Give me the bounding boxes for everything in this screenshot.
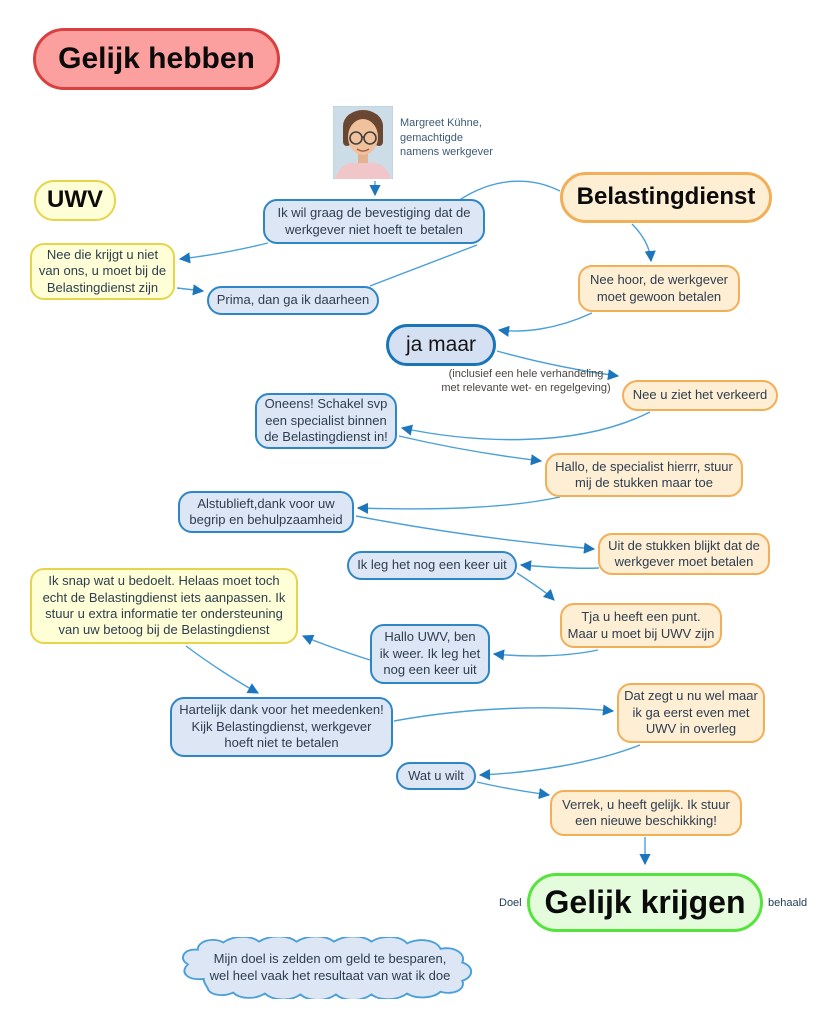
connector-hartelijk-to-datzegt xyxy=(393,704,615,722)
node-hartelijk-dank-meedenken[interactable]: Hartelijk dank voor het meedenken! Kijk … xyxy=(170,697,393,757)
node-uwv[interactable]: UWV xyxy=(34,180,116,221)
node-prima-dan-ga-ik-daarheen[interactable]: Prima, dan ga ik daarheen xyxy=(207,286,379,315)
node-nee-u-ziet-het-verkeerd[interactable]: Nee u ziet het verkeerd xyxy=(622,380,778,411)
connector-neeuziet-to-oneens xyxy=(400,411,651,441)
label-behaald: behaald xyxy=(768,897,808,909)
connector-tja-to-hallouwv xyxy=(492,649,599,661)
connector-iklegheteuit-to-tja xyxy=(516,572,555,601)
connector-hallouwv-to-iksnap xyxy=(301,634,371,661)
connector-question-to-belastingdienst xyxy=(457,180,561,202)
node-uit-de-stukken-blijkt[interactable]: Uit de stukken blijkt dat de werkgever m… xyxy=(598,533,770,575)
connector-uitdestukken-to-iklegheteuit xyxy=(519,560,600,572)
node-ik-snap-wat-u-bedoelt[interactable]: Ik snap wat u bedoelt. Helaas moet toch … xyxy=(30,568,298,644)
node-alstublieft-dank[interactable]: Alstublieft,dank voor uw begrip en behul… xyxy=(178,491,354,533)
node-nee-die-krijgt-u-niet[interactable]: Nee die krijgt u niet van ons, u moet bi… xyxy=(30,243,175,300)
connector-watuwilt-to-verrek xyxy=(476,781,551,800)
node-ik-wil-graag-bevestiging[interactable]: Ik wil graag de bevestiging dat de werkg… xyxy=(263,199,485,244)
cloud-text: Mijn doel is zelden om geld te besparen,… xyxy=(209,951,451,983)
connector-alstublieft-to-uitdestukken xyxy=(355,515,596,554)
node-gelijk-krijgen[interactable]: Gelijk krijgen xyxy=(527,873,763,932)
node-belastingdienst[interactable]: Belastingdienst xyxy=(560,172,772,223)
node-ja-maar[interactable]: ja maar xyxy=(386,324,496,366)
node-verrek-u-heeft-gelijk[interactable]: Verrek, u heeft gelijk. Ik stuur een nie… xyxy=(550,790,742,836)
connector-belastingdienst-to-neehoor xyxy=(631,223,656,263)
node-hallo-uwv-ben-ik-weer[interactable]: Hallo UWV, ben ik weer. Ik leg het nog e… xyxy=(370,624,490,684)
connector-iksnap-to-hartelijk xyxy=(185,645,259,694)
connector-oneens-to-hallospecialist xyxy=(398,435,543,466)
node-wat-u-wilt[interactable]: Wat u wilt xyxy=(396,762,476,790)
node-oneens-schakel-specialist[interactable]: Oneens! Schakel svp een specialist binne… xyxy=(255,393,397,449)
node-nee-hoor-werkgever-moet-betalen[interactable]: Nee hoor, de werkgever moet gewoon betal… xyxy=(578,265,740,312)
node-cloud-mijn-doel[interactable]: Mijn doel is zelden om geld te besparen,… xyxy=(176,937,484,999)
photo-caption: Margreet Kühne, gemachtigde namens werkg… xyxy=(400,117,493,159)
cloud-shape xyxy=(182,937,473,999)
node-ik-leg-het-nog-een-keer-uit[interactable]: Ik leg het nog een keer uit xyxy=(347,551,517,580)
connector-neediekrijgt-to-prima xyxy=(176,284,205,296)
label-doel: Doel xyxy=(499,897,522,909)
connector-question-to-neediekrijgt xyxy=(178,242,269,264)
node-hallo-de-specialist[interactable]: Hallo, de specialist hierrr, stuur mij d… xyxy=(545,453,743,497)
connector-hallospecialist-to-alstublieft xyxy=(356,496,561,514)
connector-neehoor-to-jamaar xyxy=(497,312,593,337)
node-gelijk-hebben[interactable]: Gelijk hebben xyxy=(33,28,280,90)
portrait-photo xyxy=(332,105,394,180)
node-dat-zegt-u-nu-wel[interactable]: Dat zegt u nu wel maar ik ga eerst even … xyxy=(617,683,765,743)
node-tja-u-heeft-een-punt[interactable]: Tja u heeft een punt. Maar u moet bij UW… xyxy=(560,603,722,648)
connector-prima-to-question xyxy=(369,244,478,287)
connector-datzegt-to-watuwilt xyxy=(478,744,641,781)
note-inclusief-verhandeling: (inclusief een hele verhandeling met rel… xyxy=(441,368,611,394)
